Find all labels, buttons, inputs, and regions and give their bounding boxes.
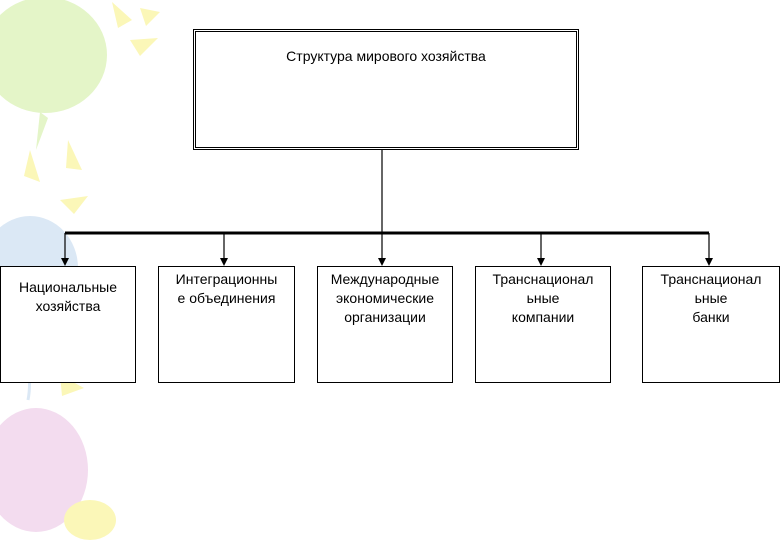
child-box-tnc: Транснационал ьные компании [475,266,611,383]
child-box-integration: Интеграционны е объединения [158,266,295,383]
balloon-pink-decoration [0,408,116,540]
child-label-national: Национальные хозяйства [18,279,118,314]
root-box: Структура мирового хозяйства [193,29,579,150]
arrowhead-national [61,258,69,266]
child-box-national: Национальные хозяйства [0,266,136,383]
root-title: Структура мирового хозяйства [286,48,486,64]
arrowhead-integration [220,258,228,266]
child-box-international-orgs: Международные экономические организации [317,266,453,383]
balloon-green-decoration [0,0,107,150]
child-label-integration: Интеграционны е объединения [175,271,278,306]
arrowhead-tnc [537,258,545,266]
child-label-tnb: Транснационал ьные банки [660,271,762,325]
arrowhead-international-orgs [378,258,386,266]
arrowhead-tnb [705,258,713,266]
child-box-tnb: Транснационал ьные банки [642,266,780,383]
child-label-international-orgs: Международные экономические организации [330,271,440,325]
child-label-tnc: Транснационал ьные компании [492,271,594,325]
